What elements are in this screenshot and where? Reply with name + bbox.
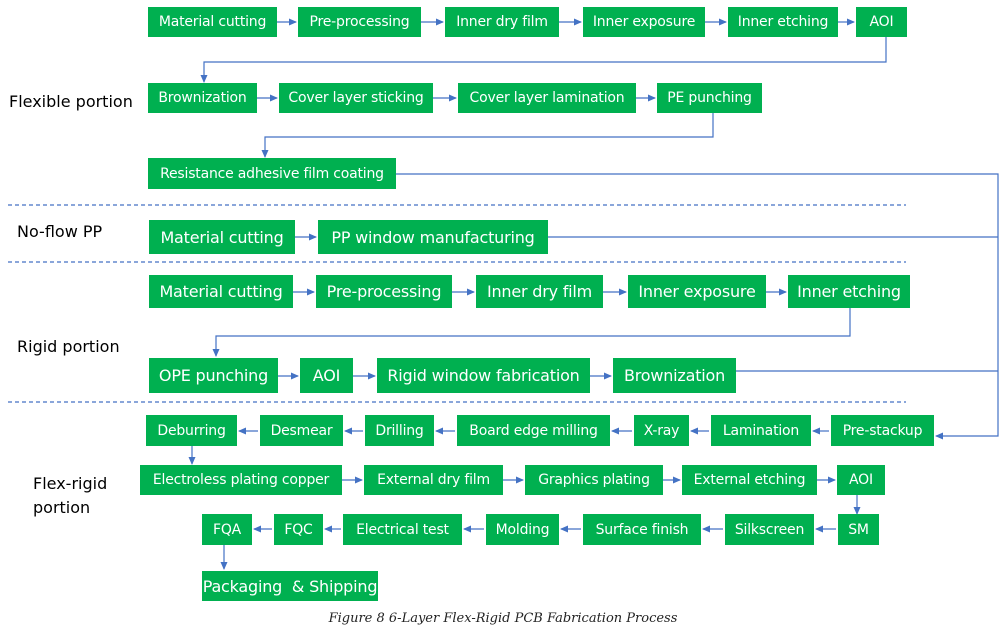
step-box: Electroless plating copper [140,465,342,495]
step-box: Pre-processing [298,7,421,37]
step-box: Brownization [148,83,257,113]
step-box: X-ray [634,415,689,446]
step-box: Drilling [365,415,434,446]
step-box: FQA [202,514,252,545]
step-box: Deburring [146,415,237,446]
step-box: Inner dry film [445,7,559,37]
step-box: Packaging & Shipping [202,571,378,601]
step-box: SM [838,514,879,545]
step-box: Material cutting [149,275,293,308]
step-box: PE punching [657,83,762,113]
section-label-flexible: Flexible portion [9,92,133,111]
step-box: External dry film [364,465,503,495]
step-box: Rigid window fabrication [377,358,590,393]
merge-line [396,173,999,440]
step-box: Inner etching [728,7,838,37]
figure-caption: Figure 8 6-Layer Flex-Rigid PCB Fabricat… [328,611,678,626]
section-label-rigid: Rigid portion [17,337,120,356]
step-box: AOI [837,465,885,495]
step-box: Resistance adhesive film coating [148,158,396,189]
step-box: Material cutting [148,7,277,37]
step-box: Graphics plating [525,465,663,495]
arrow [261,113,714,158]
section-label-flexrigid-line2: portion [33,498,91,517]
section-label-flexrigid-line1: Flex-rigid [33,474,108,493]
step-box: Cover layer lamination [458,83,636,113]
step-box: Inner dry film [476,275,603,308]
step-box: AOI [856,7,907,37]
step-box: Molding [486,514,559,545]
step-box: External etching [682,465,817,495]
step-box: Inner exposure [583,7,705,37]
step-box: OPE punching [149,358,278,393]
step-box: Silkscreen [725,514,814,545]
step-box: AOI [300,358,353,393]
step-box: Brownization [613,358,736,393]
step-box: Desmear [260,415,343,446]
step-box: Pre-stackup [831,415,934,446]
arrow [212,308,851,357]
step-box: Lamination [711,415,811,446]
arrow [200,37,887,83]
step-box: Surface finish [583,514,701,545]
step-box: Inner exposure [628,275,766,308]
step-box: Inner etching [788,275,910,308]
step-box: Material cutting [149,220,295,254]
step-box: Board edge milling [457,415,610,446]
step-box: Electrical test [343,514,462,545]
step-box: FQC [274,514,323,545]
step-box: Cover layer sticking [279,83,433,113]
step-box: Pre-processing [316,275,452,308]
step-box: PP window manufacturing [318,220,548,254]
section-label-noflow: No-flow PP [17,222,103,241]
